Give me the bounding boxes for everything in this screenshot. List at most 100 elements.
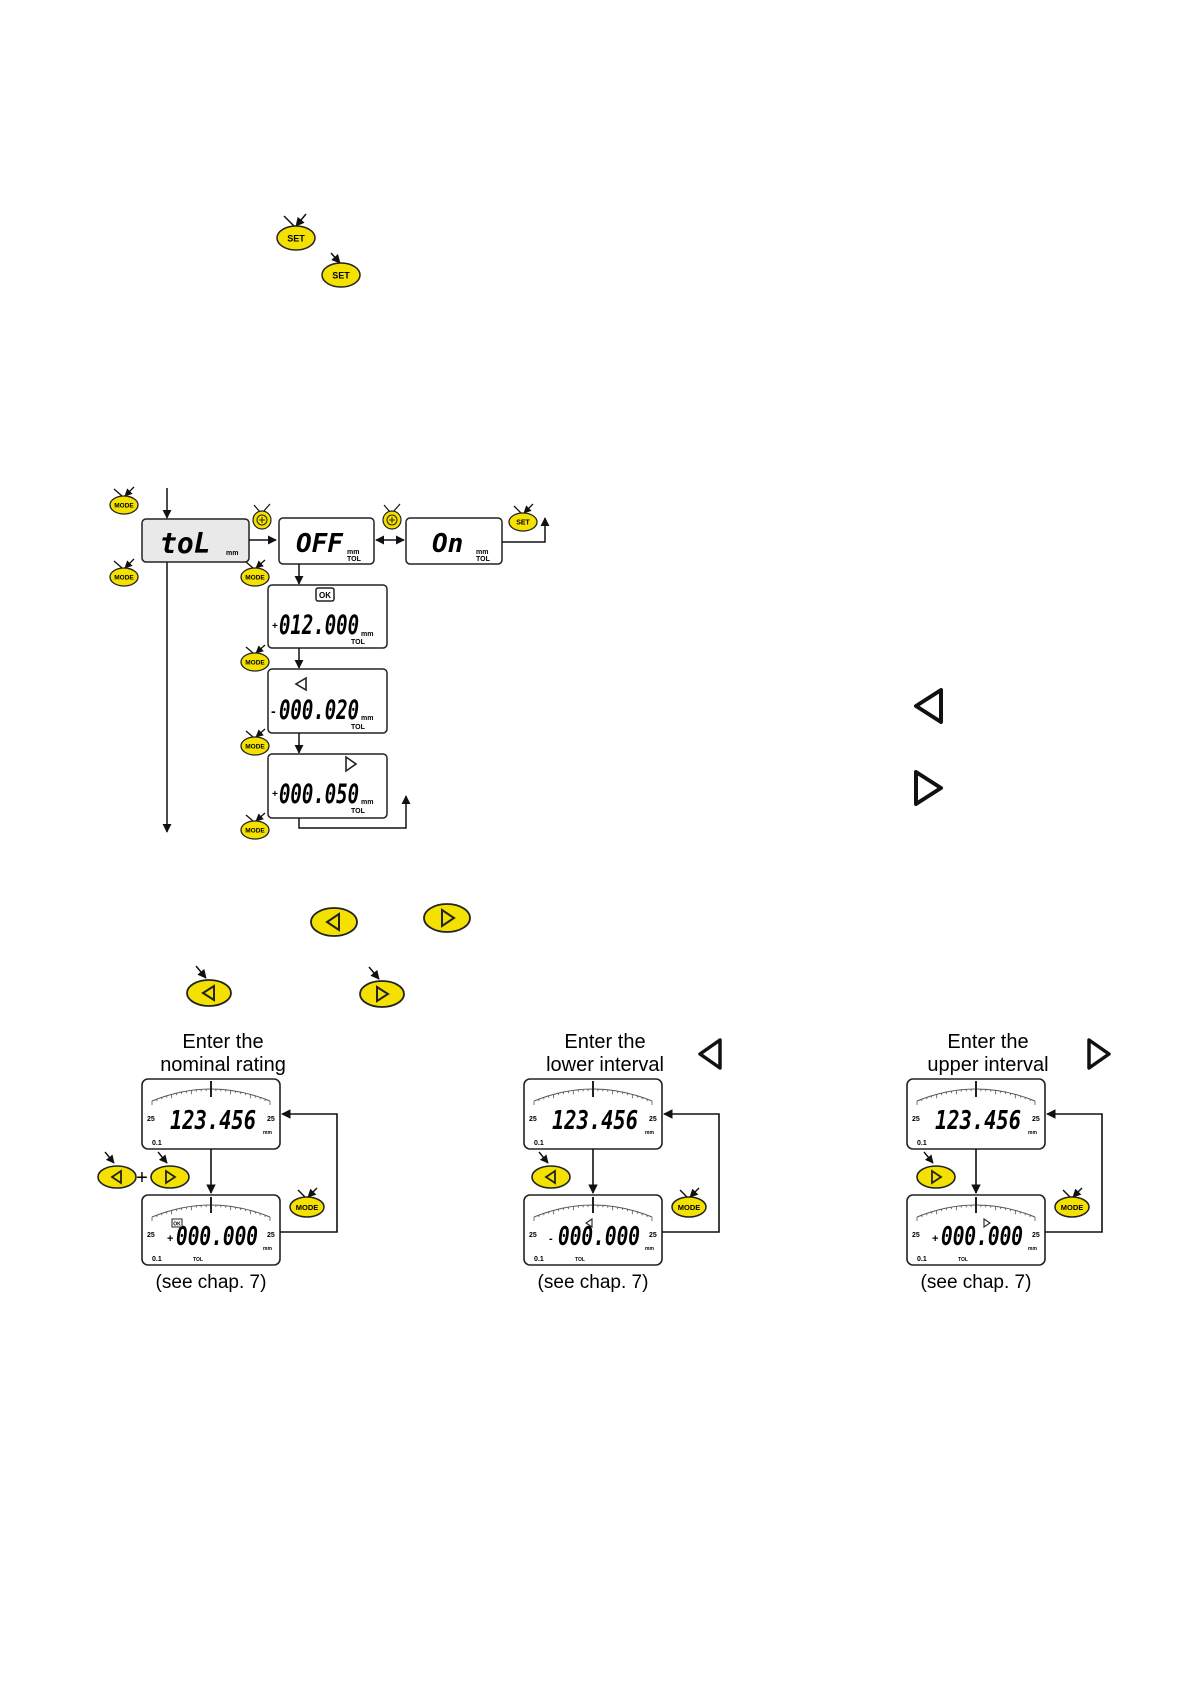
svg-text:mm: mm [645,1246,654,1252]
svg-text:123.456: 123.456 [552,1106,638,1136]
svg-text:mm: mm [226,550,238,557]
left-arrow-button [531,1151,571,1189]
panel-caption: (see chap. 7) [156,1272,267,1293]
set-button-label: SET [287,234,305,244]
svg-text:TOL: TOL [193,1257,203,1263]
svg-text:MODE: MODE [114,503,134,510]
svg-text:123.456: 123.456 [170,1106,256,1136]
svg-text:mm: mm [347,549,359,556]
svg-text:TOL: TOL [351,639,366,646]
triangle-left-icon [698,1038,722,1070]
lcd-upper-value: + 000.050 mm TOL [267,753,388,819]
svg-text:TOL: TOL [476,556,491,563]
svg-text:toL: toL [160,527,211,560]
svg-text:+: + [272,789,278,800]
set-button-label: SET [332,271,350,281]
svg-text:+: + [932,1233,938,1245]
lcd-on: On mm TOL [405,517,503,565]
svg-text:25: 25 [649,1116,657,1123]
left-arrow-button [310,907,358,937]
svg-text:25: 25 [267,1116,275,1123]
mode-button: MODE [1054,1187,1090,1218]
mode-button-enter: MODE [109,486,139,515]
svg-text:SET: SET [516,520,530,527]
svg-text:TOL: TOL [351,724,366,731]
mode-button-off: MODE [240,559,270,587]
svg-text:0.1: 0.1 [152,1256,162,1263]
svg-text:TOL: TOL [347,556,362,563]
panel-title-line1: Enter the [182,1031,263,1053]
triangle-left-icon [585,1217,593,1229]
left-arrow-button [97,1151,137,1189]
set-button-exit: SET [508,503,538,532]
svg-text:MODE: MODE [245,744,265,751]
svg-text:MODE: MODE [245,575,265,582]
plus-sign: + [136,1167,148,1189]
dial-button-icon [252,503,272,530]
set-button-1: SET [276,213,316,251]
svg-text:25: 25 [1032,1116,1040,1123]
svg-text:mm: mm [1028,1130,1037,1136]
svg-text:012.000: 012.000 [279,610,359,641]
svg-text:000.050: 000.050 [279,779,359,810]
svg-text:25: 25 [529,1232,537,1239]
right-arrow-button [916,1151,956,1189]
triangle-right-icon [1087,1038,1111,1070]
panel-title-line2: upper interval [927,1054,1048,1076]
svg-text:mm: mm [263,1130,272,1136]
svg-text:mm: mm [645,1130,654,1136]
display-reading: 25 25 0.1 mm 123.456 [906,1078,1046,1150]
lcd-tol: toL mm [141,518,250,563]
svg-text:25: 25 [147,1116,155,1123]
svg-text:mm: mm [1028,1246,1037,1252]
svg-text:mm: mm [361,631,373,638]
svg-text:0.1: 0.1 [152,1140,162,1147]
svg-text:TOL: TOL [351,808,366,815]
panel-caption: (see chap. 7) [921,1272,1032,1293]
svg-text:-: - [271,703,276,719]
svg-text:mm: mm [263,1246,272,1252]
right-arrow-button [423,903,471,933]
svg-text:25: 25 [529,1116,537,1123]
triangle-right-icon [345,755,358,773]
svg-text:25: 25 [267,1232,275,1239]
right-arrow-button-pressed [359,966,405,1008]
svg-text:25: 25 [912,1116,920,1123]
svg-text:MODE: MODE [245,660,265,667]
svg-text:OK: OK [173,1222,181,1228]
set-button-2: SET [321,252,361,288]
svg-text:25: 25 [912,1232,920,1239]
panel-title-line2: lower interval [546,1054,664,1076]
triangle-left-icon [294,676,307,692]
svg-text:0.1: 0.1 [534,1256,544,1263]
svg-text:0.1: 0.1 [534,1140,544,1147]
svg-text:0.1: 0.1 [917,1256,927,1263]
panel-title-line1: Enter the [947,1031,1028,1053]
svg-text:mm: mm [361,715,373,722]
left-arrow-button-pressed [186,965,232,1007]
svg-text:+: + [272,621,278,632]
svg-text:OFF: OFF [296,529,344,559]
svg-text:OK: OK [319,591,331,600]
svg-text:MODE: MODE [114,575,134,582]
mode-button-label: MODE [678,1203,701,1212]
dial-button-icon [382,503,402,530]
panel-title-line2: nominal rating [160,1054,286,1076]
lcd-nominal-value: OK + 012.000 mm TOL [267,584,388,649]
mode-button: MODE [671,1187,707,1218]
svg-text:000.020: 000.020 [279,695,359,726]
mode-button-nominal: MODE [240,644,270,672]
mode-button-label: MODE [296,1203,319,1212]
svg-text:0.1: 0.1 [917,1140,927,1147]
svg-text:MODE: MODE [245,828,265,835]
svg-text:123.456: 123.456 [935,1106,1021,1136]
panel-title-line1: Enter the [564,1031,645,1053]
svg-text:On: On [432,529,463,559]
svg-text:TOL: TOL [958,1257,968,1263]
right-arrow-button [150,1151,190,1189]
